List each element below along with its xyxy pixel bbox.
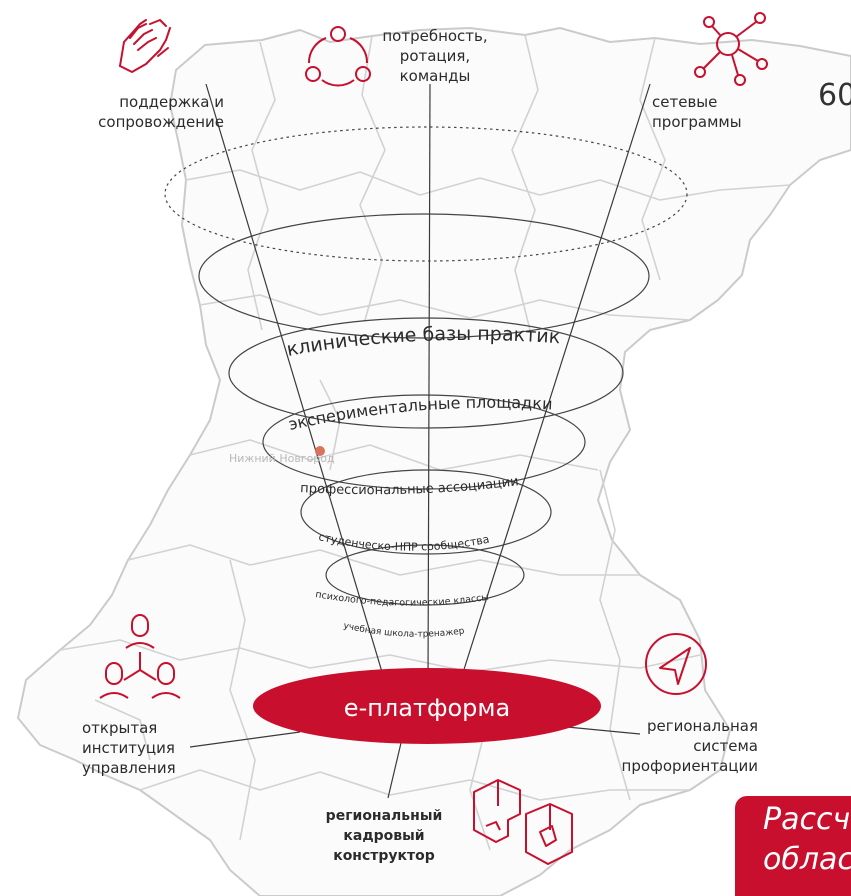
people-hierarchy-icon xyxy=(99,614,181,699)
label-constructor: региональный кадровый конструктор xyxy=(325,808,443,864)
ring-student xyxy=(325,544,525,606)
e-platform-label: е-платформа xyxy=(344,694,510,722)
label-network: сетевые программы xyxy=(652,93,742,131)
funnel-rings xyxy=(164,126,688,606)
region-map xyxy=(17,27,851,896)
puzzle-blocks-icon xyxy=(473,779,573,865)
funnel-rays xyxy=(189,83,651,799)
label-career-guidance: региональная система профориентации xyxy=(621,717,758,775)
e-platform-ellipse xyxy=(253,668,601,744)
label-need: потребность, ротация, команды xyxy=(382,27,488,85)
corner-note: Рассч облас xyxy=(735,796,851,896)
city-label: Нижний Новгород xyxy=(229,452,335,465)
label-support: поддержка и сопровождение xyxy=(98,93,224,131)
outer-dotted-ring xyxy=(164,126,688,262)
rotation-cycle-icon xyxy=(305,26,371,87)
ring-clinical xyxy=(228,317,624,429)
handshake-icon xyxy=(119,19,171,73)
ring-experimental xyxy=(262,394,586,490)
network-nodes-icon xyxy=(694,12,768,86)
label-open-institution: открытая институция управления xyxy=(82,719,176,777)
corner-number: 60 xyxy=(818,78,851,113)
ring-professional xyxy=(300,469,552,555)
city-dot xyxy=(315,446,325,456)
navigation-arrow-icon xyxy=(645,633,707,695)
ring-1 xyxy=(198,213,650,339)
